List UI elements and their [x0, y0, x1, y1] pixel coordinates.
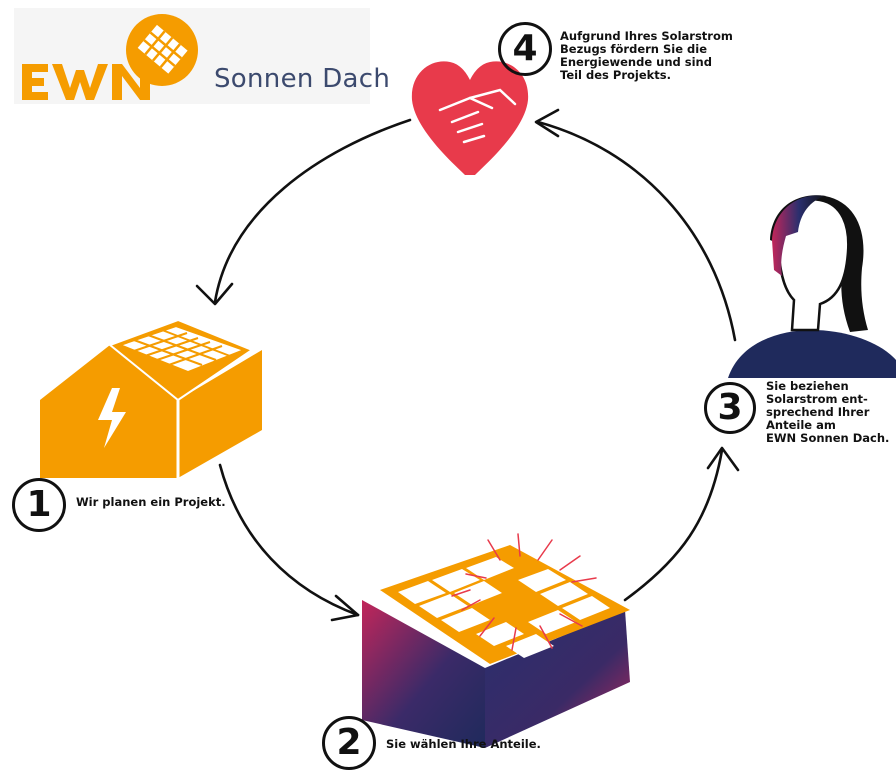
step-number-2: 2: [322, 716, 376, 770]
ewn-sonnen-dach-logo: Sonnen Dach: [14, 8, 390, 104]
step-text-1: Wir planen ein Projekt.: [76, 495, 226, 509]
ewn-logo-mark-icon: [22, 14, 198, 100]
arrow-2-to-3: [623, 448, 724, 602]
heart-handshake-icon: [411, 61, 529, 175]
step-number-3: 3: [704, 382, 756, 434]
step-text-3: Sie beziehen Solarstrom ent- sprechend I…: [766, 379, 890, 445]
arrow-4-to-1: [213, 118, 412, 304]
cycle-arrows: [195, 108, 740, 622]
arrowhead-3: [706, 446, 740, 472]
arrow-3-to-4: [536, 120, 737, 342]
arrow-1-to-2: [218, 463, 360, 617]
arrowhead-2: [330, 594, 360, 622]
step-number-4: 4: [498, 22, 552, 76]
arrowhead-1: [195, 282, 234, 306]
step-text-2: Sie wählen Ihre Anteile.: [386, 737, 541, 751]
person-icon: [728, 195, 896, 378]
step-text-4: Aufgrund Ihres Solarstrom Bezugs fördern…: [560, 29, 733, 82]
house-lightning-icon: [40, 318, 262, 478]
solar-roof-icon: [362, 533, 630, 748]
arrowhead-4: [534, 108, 560, 138]
step-number-1: 1: [12, 478, 66, 532]
logo-product-name: Sonnen Dach: [214, 64, 391, 94]
